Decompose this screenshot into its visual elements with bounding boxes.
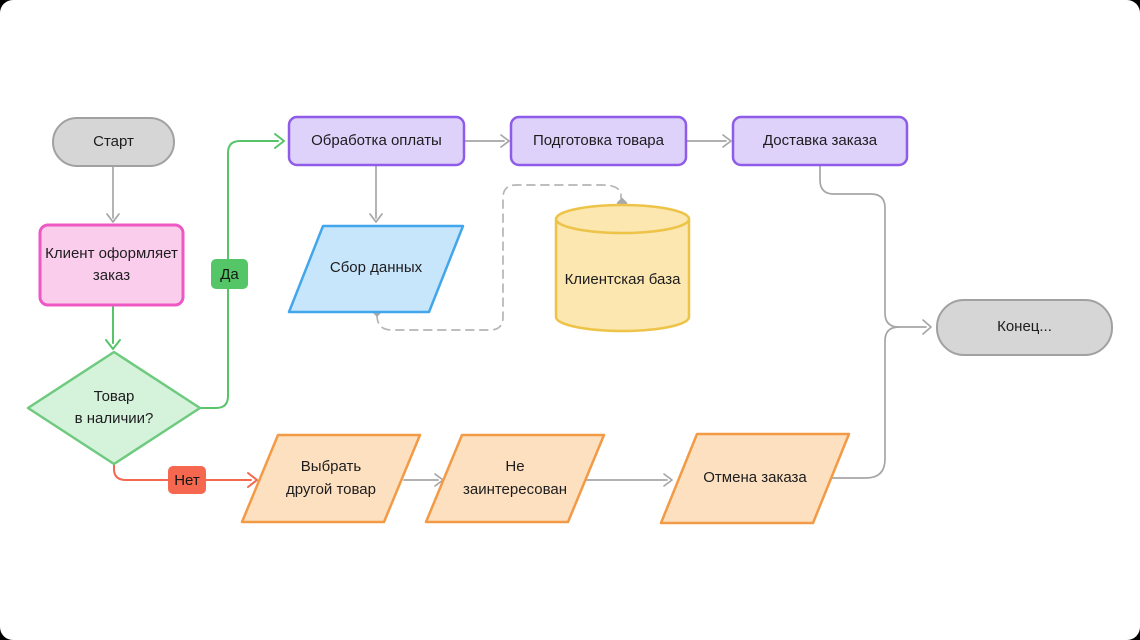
node-stock-shape[interactable] bbox=[26, 350, 202, 466]
cylinder-top-ellipse bbox=[554, 218, 691, 235]
edge-stock-choose-other bbox=[113, 464, 252, 481]
node-payment-shape[interactable] bbox=[287, 115, 466, 167]
arrowhead-start-order bbox=[106, 213, 120, 223]
edge-cancel-end bbox=[830, 326, 900, 479]
arrowhead-prepare-delivery bbox=[722, 134, 732, 148]
arrowhead-stock-choose-other bbox=[247, 472, 258, 488]
arrowhead-payment-data-collect bbox=[369, 213, 383, 223]
node-start-shape[interactable] bbox=[52, 117, 175, 167]
node-delivery-shape[interactable] bbox=[731, 115, 909, 167]
node-not-interested-shape[interactable] bbox=[424, 433, 606, 524]
edge-data-collect-client-db bbox=[376, 184, 622, 331]
node-choose-other-shape[interactable] bbox=[240, 433, 422, 524]
node-data-collect-shape[interactable] bbox=[287, 224, 465, 314]
arrowhead-delivery-end bbox=[922, 319, 932, 335]
node-client-db-shape[interactable] bbox=[554, 203, 691, 333]
cylinder-body[interactable] bbox=[554, 203, 691, 333]
node-order-shape[interactable] bbox=[38, 223, 185, 307]
arrowhead-stock-payment bbox=[274, 133, 285, 149]
node-cancel-shape[interactable] bbox=[659, 432, 851, 525]
arrowhead-order-stock bbox=[105, 339, 121, 350]
arrowhead-payment-prepare bbox=[500, 134, 510, 148]
edge-label-no[interactable]: Нет bbox=[168, 466, 206, 494]
edge-label-yes[interactable]: Да bbox=[211, 259, 248, 289]
arrowhead-not-interested-cancel bbox=[663, 473, 673, 487]
edge-delivery-end bbox=[819, 165, 927, 328]
node-prepare-shape[interactable] bbox=[509, 115, 688, 167]
node-end-shape[interactable] bbox=[936, 299, 1113, 356]
